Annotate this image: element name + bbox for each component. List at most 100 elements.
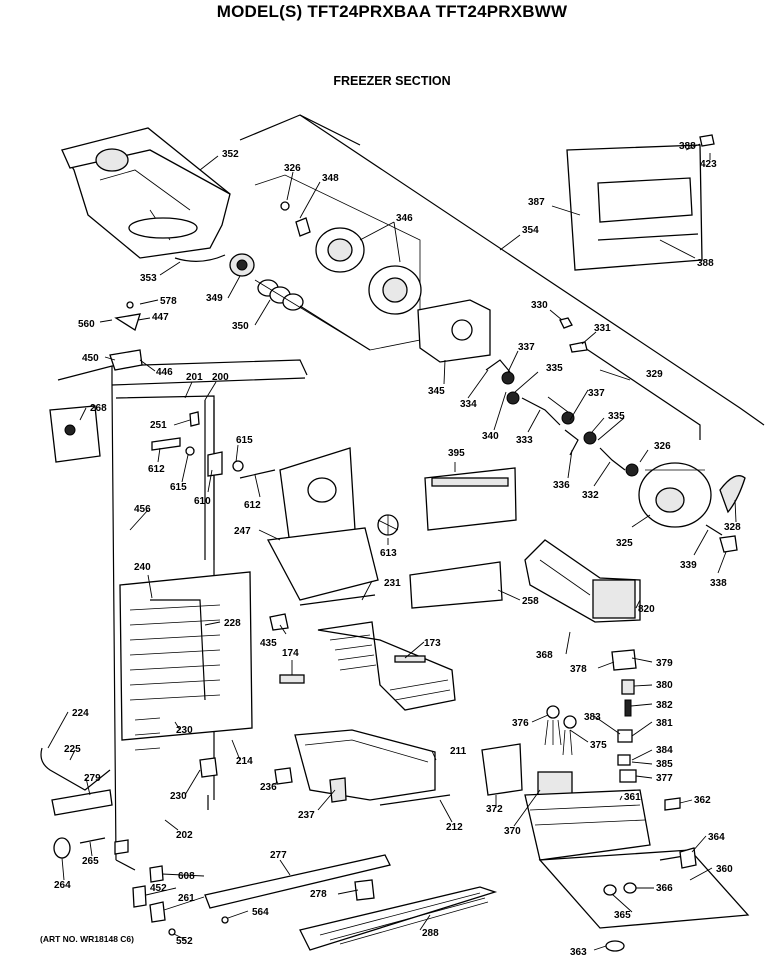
- callout-label: 385: [656, 759, 673, 770]
- callout-label: 337: [518, 342, 535, 353]
- callout-label: 366: [656, 883, 673, 894]
- callout-label: 377: [656, 773, 673, 784]
- drive-gear: [229, 253, 255, 277]
- motor-bracket: [719, 475, 746, 514]
- callout-label: 560: [78, 319, 95, 330]
- callout-label: 346: [396, 213, 413, 224]
- callout-label: 224: [72, 708, 89, 719]
- ice-bucket: [60, 127, 231, 259]
- callout-label: 211: [450, 746, 467, 757]
- part-372: [481, 743, 523, 796]
- fan-blade: [377, 514, 399, 536]
- callout-label: 350: [232, 321, 249, 332]
- callout-label: 615: [236, 435, 253, 446]
- callout-label: 364: [708, 832, 725, 843]
- callout-label: 230: [170, 791, 187, 802]
- callout-label: 352: [222, 149, 239, 160]
- callout-label: 339: [680, 560, 697, 571]
- clip-435: [269, 613, 289, 631]
- callout-label: 452: [150, 883, 167, 894]
- callout-label: 353: [140, 273, 157, 284]
- callout-label: 378: [570, 664, 587, 675]
- linkage-parts: [485, 359, 639, 477]
- callout-label: 384: [656, 745, 673, 756]
- callout-label: 345: [428, 386, 445, 397]
- callout-labels: 352 326 348 346 388 423 387 354 388 353 …: [54, 141, 741, 958]
- callout-label: 174: [282, 648, 299, 659]
- callout-label: 383: [584, 712, 601, 723]
- freezer-basket: [317, 621, 456, 711]
- auger-motor: [638, 462, 712, 528]
- evaporator: [119, 571, 253, 751]
- callout-label: 552: [176, 936, 193, 947]
- section-title: FREEZER SECTION: [333, 74, 451, 88]
- callout-label: 370: [504, 826, 521, 837]
- callout-label: 326: [654, 441, 671, 452]
- callout-label: 360: [716, 864, 733, 875]
- callout-label: 231: [384, 578, 401, 589]
- callout-label: 612: [148, 464, 165, 475]
- callout-label: 395: [448, 448, 465, 459]
- callout-label: 446: [156, 367, 173, 378]
- callout-label: 388: [697, 258, 714, 269]
- callout-label: 610: [194, 496, 211, 507]
- evaporator-cover: [266, 447, 379, 606]
- callout-label: 820: [638, 604, 655, 615]
- callout-label: 363: [570, 947, 587, 958]
- ice-maker: [524, 539, 641, 623]
- callout-label: 578: [160, 296, 177, 307]
- callout-label: 336: [553, 480, 570, 491]
- callout-label: 382: [656, 700, 673, 711]
- callout-label: 375: [590, 740, 607, 751]
- callout-label: 329: [646, 369, 663, 380]
- callout-label: 613: [380, 548, 397, 559]
- callout-label: 335: [608, 411, 625, 422]
- callout-label: 435: [260, 638, 277, 649]
- dispenser-module: [524, 789, 651, 861]
- callout-label: 214: [236, 756, 253, 767]
- bottom-rail: [204, 854, 391, 909]
- callout-label: 450: [82, 353, 99, 364]
- callout-label: 372: [486, 804, 503, 815]
- callout-label: 225: [64, 744, 81, 755]
- callout-label: 279: [84, 773, 101, 784]
- art-number: (ART NO. WR18148 C6): [40, 934, 134, 944]
- callout-label: 564: [252, 907, 269, 918]
- callout-label: 388: [679, 141, 696, 152]
- callout-label: 335: [546, 363, 563, 374]
- cabinet-outline: [57, 114, 765, 871]
- part-268: [49, 405, 101, 463]
- callout-label: 247: [234, 526, 251, 537]
- callout-label: 330: [531, 300, 548, 311]
- callout-label: 340: [482, 431, 499, 442]
- callout-label: 173: [424, 638, 441, 649]
- callout-label: 423: [700, 159, 717, 170]
- shelf-trim: [409, 561, 503, 609]
- callout-label: 328: [724, 522, 741, 533]
- callout-label: 230: [176, 725, 193, 736]
- callout-label: 608: [178, 871, 195, 882]
- callout-label: 379: [656, 658, 673, 669]
- callout-label: 202: [176, 830, 193, 841]
- callout-label: 333: [516, 435, 533, 446]
- callout-label: 338: [710, 578, 727, 589]
- control-board: [424, 467, 517, 531]
- callout-label: 380: [656, 680, 673, 691]
- callout-label: 349: [206, 293, 223, 304]
- callout-label: 354: [522, 225, 539, 236]
- callout-label: 261: [178, 893, 195, 904]
- slide-rail: [279, 674, 305, 684]
- callout-label: 612: [244, 500, 261, 511]
- callout-label: 368: [536, 650, 553, 661]
- callout-label: 325: [616, 538, 633, 549]
- callout-label: 264: [54, 880, 71, 891]
- callout-label: 387: [528, 197, 545, 208]
- callout-label: 237: [298, 810, 315, 821]
- callout-label: 258: [522, 596, 539, 607]
- callout-label: 365: [614, 910, 631, 921]
- actuator-rod: [584, 347, 701, 440]
- callout-label: 201: [186, 372, 203, 383]
- dispenser-door-assembly: [566, 134, 715, 271]
